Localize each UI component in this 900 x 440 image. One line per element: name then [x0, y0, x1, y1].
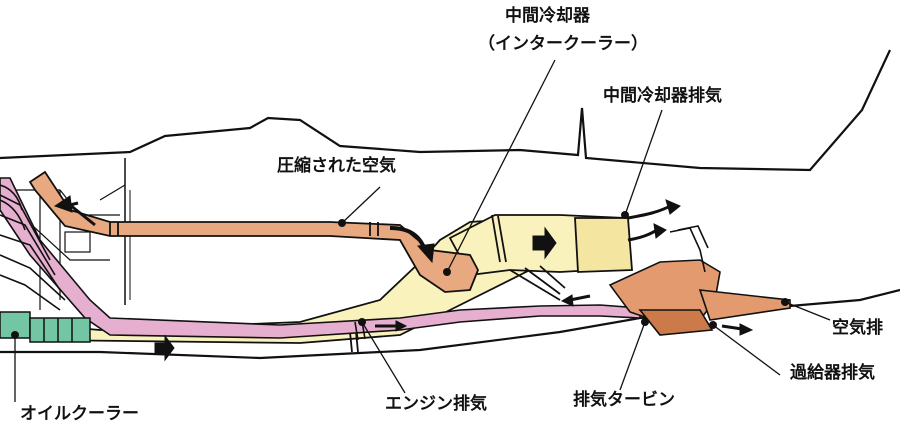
label-intercooler-exhaust: 中間冷却器排気 [603, 86, 722, 106]
compressed-air-duct [28, 170, 479, 293]
label-intercooler-sub: （インタークーラー） [478, 34, 648, 54]
label-turbo-exhaust: 過給器排気 [790, 363, 875, 383]
label-intercooler: 中間冷却器 [505, 6, 590, 26]
label-air-exhaust: 空気排 [832, 318, 883, 338]
flow-arrows [53, 195, 754, 362]
leader-dots [11, 211, 789, 339]
label-engine-exhaust: エンジン排気 [385, 394, 487, 414]
label-compressed-air: 圧縮された空気 [277, 156, 396, 176]
label-oil-cooler: オイルクーラー [20, 404, 139, 424]
leader-lines [14, 59, 831, 402]
oil-cooler [0, 311, 91, 343]
label-exhaust-turbine: 排気タービン [573, 390, 675, 410]
turbocharger [608, 225, 791, 336]
